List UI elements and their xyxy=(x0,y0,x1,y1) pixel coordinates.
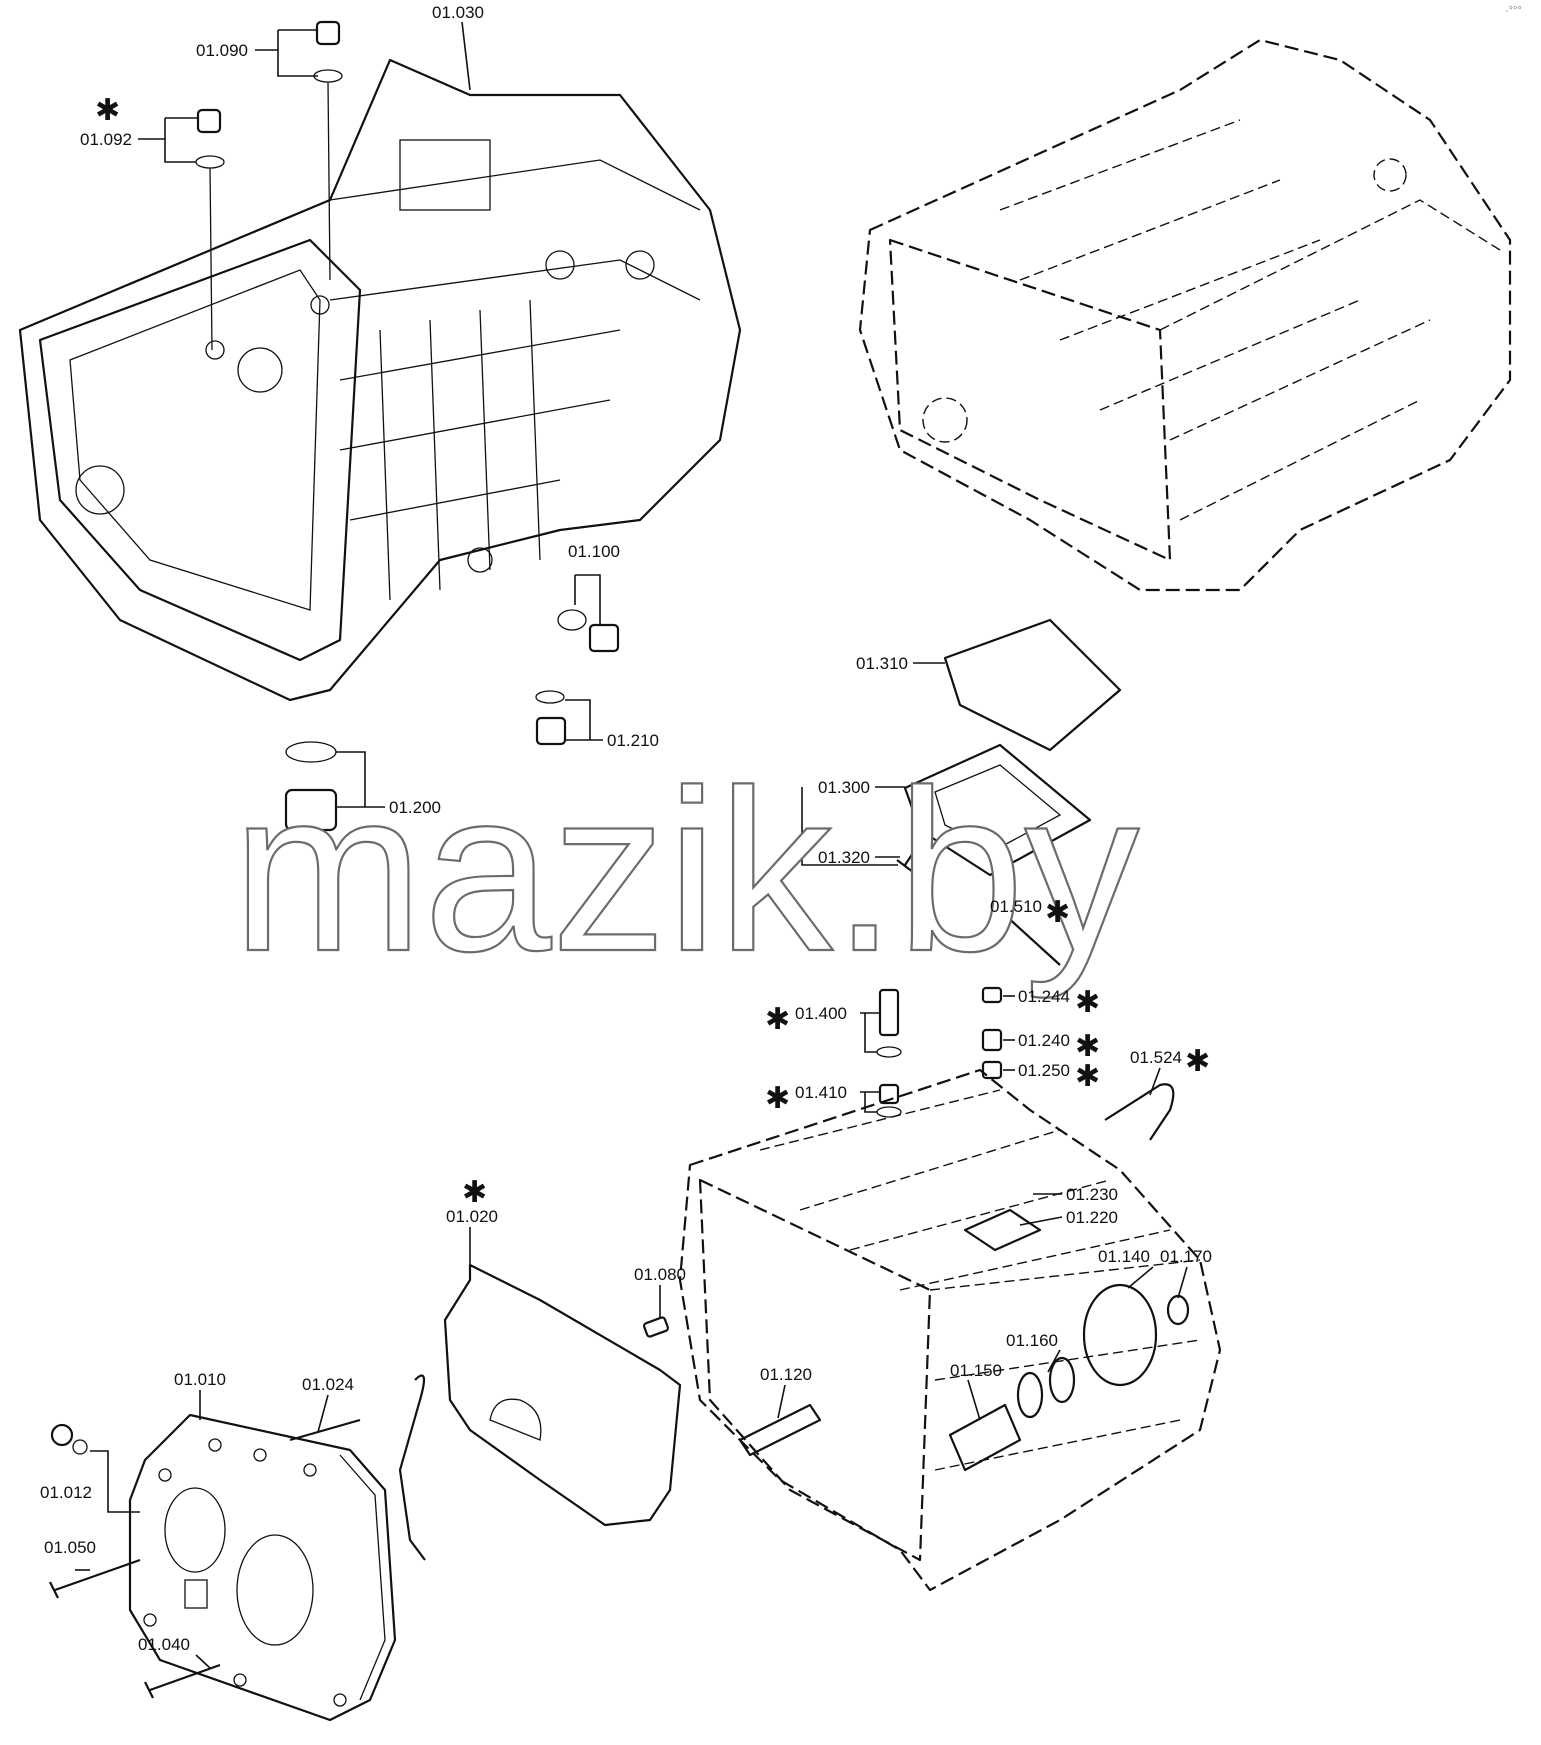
label-01524: 01.524 xyxy=(1130,1048,1182,1067)
plug-01210 xyxy=(535,716,567,746)
leader-01092-down xyxy=(209,167,213,351)
plug-01092 xyxy=(196,108,222,134)
seal-01400 xyxy=(876,1046,902,1058)
watermark: mazik.by xyxy=(232,742,1139,999)
label-01220: 01.220 xyxy=(1066,1208,1118,1227)
plug-01240 xyxy=(981,1028,1003,1052)
label-01300: 01.300 xyxy=(818,778,870,797)
label-01250: 01.250 xyxy=(1018,1061,1070,1080)
seal-01092 xyxy=(195,155,225,169)
marker-01240: ✱ xyxy=(1075,1029,1100,1064)
label-01010: 01.010 xyxy=(174,1370,226,1389)
corner-mark: ·°°° xyxy=(1505,5,1522,17)
plate-01220 xyxy=(963,1208,1042,1252)
bolt-01320 xyxy=(896,834,926,873)
gasket-01020-opening xyxy=(489,1398,542,1441)
label-01320: 01.320 xyxy=(818,848,870,867)
marker-01092: ✱ xyxy=(95,93,120,128)
plug-01244 xyxy=(981,986,1003,1004)
cover-01300 xyxy=(903,743,1092,877)
filter-01120 xyxy=(738,1403,822,1457)
gasket-01020 xyxy=(443,1263,682,1527)
marker-01410: ✱ xyxy=(765,1081,790,1116)
part-labels: 01.030 01.090 01.092 01.100 01.210 01.20… xyxy=(40,3,1212,1654)
marker-01510: ✱ xyxy=(1045,895,1070,930)
seal-01410 xyxy=(876,1106,902,1118)
marker-01250: ✱ xyxy=(1075,1059,1100,1094)
bolt-01040 xyxy=(144,1663,221,1699)
marker-01244: ✱ xyxy=(1075,985,1100,1020)
pin-01080 xyxy=(643,1316,669,1338)
ghost-housing-lower xyxy=(678,1068,1222,1592)
ghost-transmission-housing xyxy=(858,38,1512,592)
plug-01090 xyxy=(315,20,341,46)
label-01244: 01.244 xyxy=(1018,987,1070,1006)
seal-01100 xyxy=(557,609,587,631)
marker-01020: ✱ xyxy=(462,1175,487,1210)
asterisk-markers: ✱ ✱ ✱ ✱ ✱ ✱ ✱ ✱ ✱ xyxy=(95,93,1210,1210)
label-01150: 01.150 xyxy=(950,1361,1002,1380)
label-01170: 01.170 xyxy=(1160,1247,1212,1266)
label-01310: 01.310 xyxy=(856,654,908,673)
front-cover-01010 xyxy=(128,1413,397,1722)
label-01240: 01.240 xyxy=(1018,1031,1070,1050)
label-01210: 01.210 xyxy=(607,731,659,750)
label-01160: 01.160 xyxy=(1006,1331,1058,1350)
sensor-01510 xyxy=(987,913,1061,966)
tube-01150 xyxy=(948,1403,1022,1472)
label-01012: 01.012 xyxy=(40,1483,92,1502)
label-01140: 01.140 xyxy=(1098,1247,1150,1266)
label-01092: 01.092 xyxy=(80,130,132,149)
label-01080: 01.080 xyxy=(634,1265,686,1284)
label-01020: 01.020 xyxy=(446,1207,498,1226)
breather-tube-01024 xyxy=(398,1374,426,1561)
label-01230: 01.230 xyxy=(1066,1185,1118,1204)
label-01400: 01.400 xyxy=(795,1004,847,1023)
main-transmission-housing xyxy=(18,58,742,702)
plug-01012 xyxy=(50,1423,74,1447)
gear-01140 xyxy=(1082,1283,1158,1387)
label-01120: 01.120 xyxy=(760,1365,812,1384)
bolt-01050 xyxy=(49,1558,141,1599)
plug-01410 xyxy=(878,1083,900,1105)
label-01410: 01.410 xyxy=(795,1083,847,1102)
clip-01524 xyxy=(1104,1083,1175,1141)
plug-01200 xyxy=(284,788,338,832)
seal-01210 xyxy=(535,690,565,704)
label-01040: 01.040 xyxy=(138,1635,190,1654)
label-01050: 01.050 xyxy=(44,1538,96,1557)
seal-01090 xyxy=(313,69,343,83)
leader-lines xyxy=(75,21,1188,1669)
plug-01250 xyxy=(981,1060,1003,1080)
leader-01090-down xyxy=(327,81,331,281)
label-01090: 01.090 xyxy=(196,41,248,60)
plug-01100 xyxy=(588,623,620,653)
bearing-01160-b xyxy=(1048,1356,1076,1404)
marker-01400: ✱ xyxy=(765,1002,790,1037)
marker-01524: ✱ xyxy=(1185,1044,1210,1079)
rod-01024 xyxy=(289,1418,361,1442)
label-01024: 01.024 xyxy=(302,1375,354,1394)
washer-01012 xyxy=(72,1439,88,1455)
cover-01300-inner xyxy=(934,764,1062,851)
gasket-01310 xyxy=(943,618,1122,752)
label-01100: 01.100 xyxy=(568,542,620,561)
label-01030: 01.030 xyxy=(432,3,484,22)
label-01510: 01.510 xyxy=(990,897,1042,916)
ring-01170 xyxy=(1166,1294,1190,1326)
bearing-01160-a xyxy=(1016,1371,1044,1419)
label-01200: 01.200 xyxy=(389,798,441,817)
